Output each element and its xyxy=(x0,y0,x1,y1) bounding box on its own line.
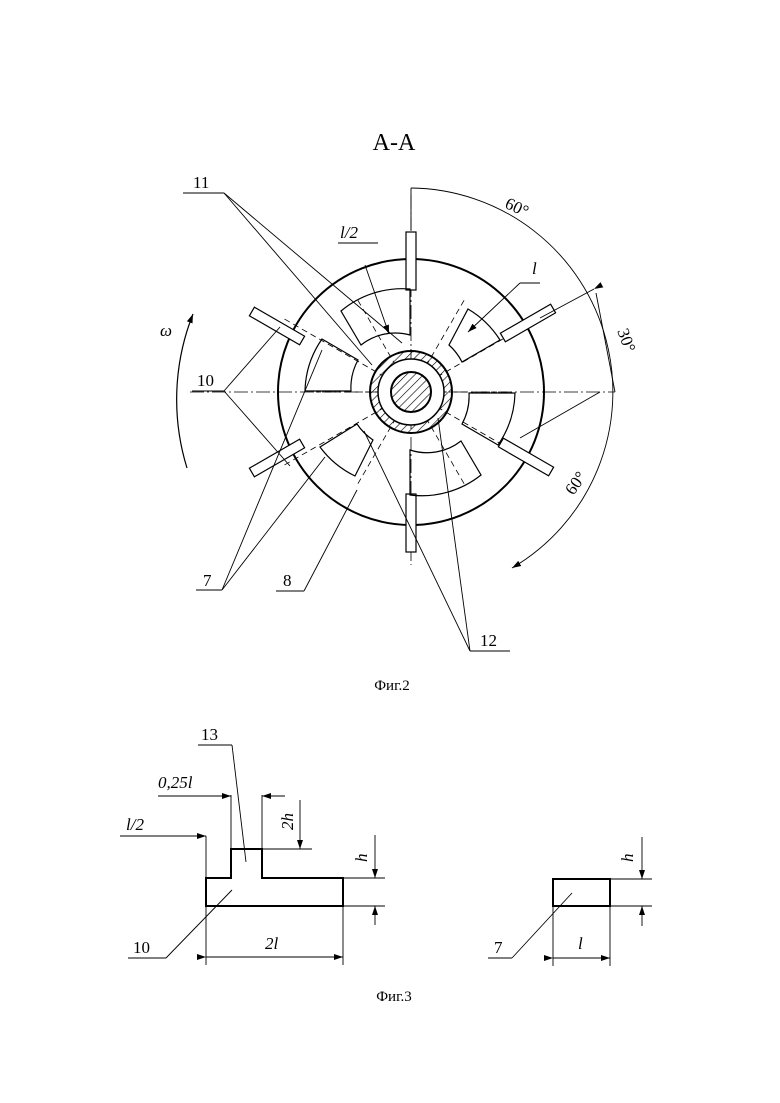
dim-2h: 2h xyxy=(278,813,297,830)
label-11: 11 xyxy=(193,173,209,192)
rotation-arrow xyxy=(177,314,193,468)
dim-l: l xyxy=(532,259,537,278)
dim-025l: 0,25l xyxy=(158,773,193,792)
label-8: 8 xyxy=(283,571,292,590)
label-13: 13 xyxy=(201,725,218,744)
label-7-fig3: 7 xyxy=(494,938,503,957)
dim-h-left: h xyxy=(352,854,371,863)
label-12: 12 xyxy=(480,631,497,650)
dim-half-l-3: l/2 xyxy=(126,815,144,834)
dim-h-right: h xyxy=(618,854,637,863)
label-10-fig3: 10 xyxy=(133,938,150,957)
dim-2l: 2l xyxy=(265,934,279,953)
omega-label: ω xyxy=(160,321,172,340)
fig2-diagram: 11 10 7 8 12 l/2 l ω 60° 30° 60° Фиг.2 xyxy=(160,173,639,694)
part-7-profile xyxy=(553,879,610,906)
leaders xyxy=(183,193,510,651)
fig3-caption: Фиг.3 xyxy=(376,989,412,1005)
angle-top: 60° xyxy=(502,194,532,221)
dim-l-fig3: l xyxy=(578,934,583,953)
label-10: 10 xyxy=(197,371,214,390)
fig3-diagram: 13 0,25l l/2 2h h 10 2l h 7 l Фиг.3 xyxy=(120,725,652,1005)
shaft xyxy=(391,372,431,412)
angle-middle: 30° xyxy=(613,326,639,355)
dim-half-l: l/2 xyxy=(340,223,358,242)
label-7: 7 xyxy=(203,571,212,590)
section-title: А-А xyxy=(373,130,416,156)
fig2-caption: Фиг.2 xyxy=(374,678,410,694)
part-10-profile xyxy=(206,849,343,906)
